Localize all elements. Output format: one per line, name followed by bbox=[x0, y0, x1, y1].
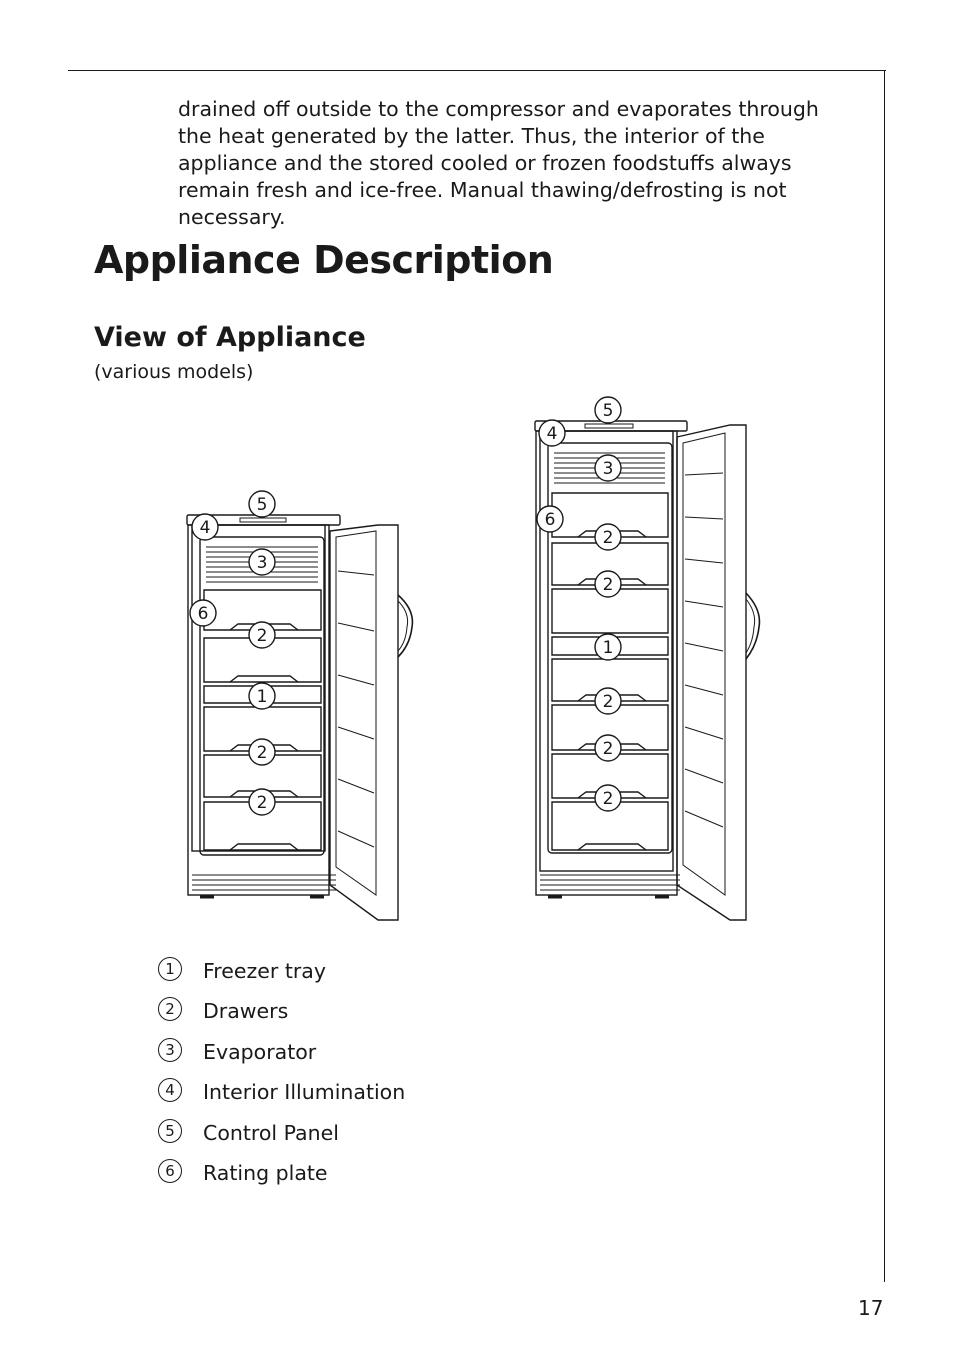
legend-number: 3 bbox=[158, 1037, 182, 1062]
callout-label: 3 bbox=[257, 553, 268, 573]
top-rule bbox=[68, 70, 886, 71]
callout-label: 6 bbox=[198, 604, 209, 624]
page-number: 17 bbox=[858, 1296, 884, 1320]
legend-label: Drawers bbox=[203, 999, 289, 1024]
legend-label: Control Panel bbox=[203, 1120, 339, 1145]
legend-label: Rating plate bbox=[203, 1160, 328, 1185]
right-margin-rule bbox=[884, 70, 885, 1282]
callout-label: 4 bbox=[200, 518, 211, 538]
subsection-title: View of Appliance bbox=[94, 322, 366, 353]
section-title: Appliance Description bbox=[94, 238, 554, 282]
legend-number: 6 bbox=[158, 1158, 182, 1183]
tall-appliance-callouts: 5 4 3 6 2 2 1 2 2 2 bbox=[536, 396, 622, 812]
callout-label: 4 bbox=[547, 424, 558, 444]
callout-label: 2 bbox=[603, 575, 614, 595]
legend-number: 4 bbox=[158, 1078, 182, 1103]
appliance-illustration: 5 4 3 6 2 1 2 2 bbox=[186, 396, 761, 921]
intro-paragraph: drained off outside to the compressor an… bbox=[178, 97, 819, 229]
callout-label: 3 bbox=[603, 459, 614, 479]
tall-appliance-drawing: 5 4 3 6 2 2 1 2 2 2 bbox=[534, 396, 761, 921]
callout-label: 5 bbox=[603, 401, 614, 421]
legend-number: 2 bbox=[158, 997, 182, 1022]
callout-label: 2 bbox=[603, 692, 614, 712]
legend-label: Freezer tray bbox=[203, 959, 326, 983]
callout-label: 2 bbox=[603, 739, 614, 759]
callout-label: 6 bbox=[545, 510, 556, 530]
callout-label: 2 bbox=[257, 793, 268, 813]
callout-label: 2 bbox=[257, 743, 268, 763]
legend-number: 5 bbox=[158, 1118, 182, 1143]
small-appliance-callouts: 5 4 3 6 2 1 2 2 bbox=[189, 490, 276, 816]
small-appliance-drawing: 5 4 3 6 2 1 2 2 bbox=[186, 490, 414, 921]
subsection-note: (various models) bbox=[94, 361, 254, 383]
legend-label: Interior Illumination bbox=[203, 1080, 406, 1105]
legend-label: Evaporator bbox=[203, 1039, 317, 1064]
callout-label: 2 bbox=[603, 789, 614, 809]
callout-label: 2 bbox=[603, 528, 614, 548]
callout-label: 5 bbox=[257, 495, 268, 515]
callout-label: 2 bbox=[257, 626, 268, 646]
legend-number: 1 bbox=[158, 957, 182, 981]
callout-label: 1 bbox=[603, 638, 614, 658]
callout-label: 1 bbox=[257, 687, 268, 707]
